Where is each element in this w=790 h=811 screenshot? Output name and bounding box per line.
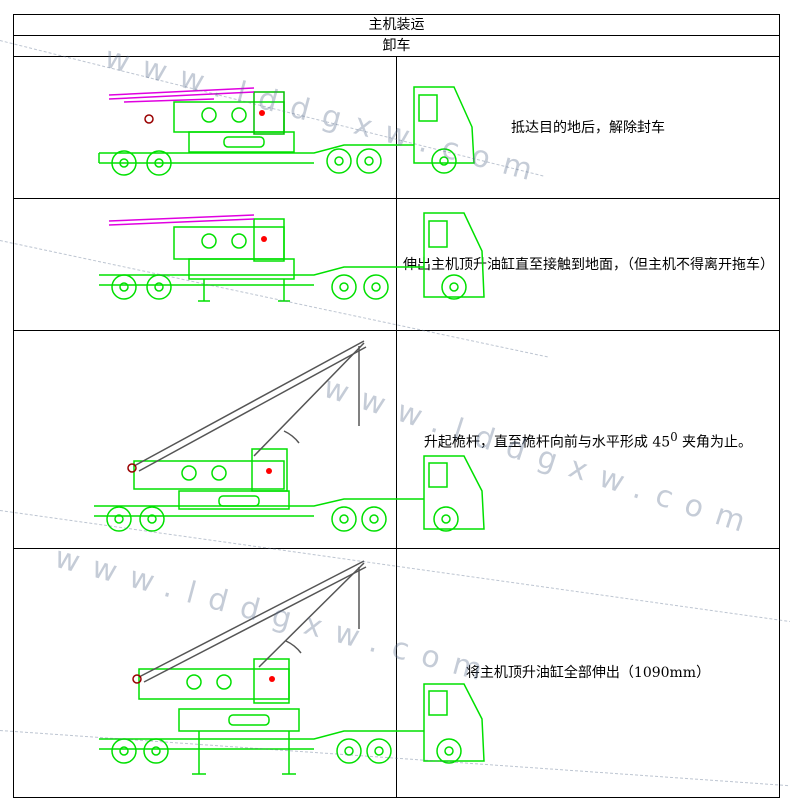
step-3-text-before: 升起桅杆，直至桅杆向前与水平形成 45 xyxy=(423,434,671,451)
boom-folded xyxy=(108,87,255,103)
step-3-text-after: 夹角为止。 xyxy=(677,434,753,451)
step-row-3: 升起桅杆，直至桅杆向前与水平形成 450 夹角为止。 xyxy=(13,330,780,549)
step-row-1: 抵达目的地后，解除封车 xyxy=(13,56,780,199)
wheels xyxy=(111,148,457,176)
step-1-text: 抵达目的地后，解除封车 xyxy=(396,56,780,199)
step-2-drawing xyxy=(13,198,485,331)
step-1-drawing xyxy=(13,56,475,199)
step-4-drawing xyxy=(13,548,485,798)
jack-legs xyxy=(198,279,290,302)
step-3-text: 升起桅杆，直至桅杆向前与水平形成 450 夹角为止。 xyxy=(396,330,780,549)
wheels xyxy=(111,738,462,764)
step-2-text: 伸出主机顶升油缸直至接触到地面，（但主机不得离开拖车） xyxy=(396,198,780,331)
mast-raised xyxy=(132,560,367,684)
wheels xyxy=(111,274,467,300)
table-subtitle: 卸车 xyxy=(13,35,780,57)
step-3-degree-sup: 0 xyxy=(670,429,678,444)
step-row-4: 将主机顶升油缸全部伸出（1090mm） xyxy=(13,548,780,798)
mast-raised xyxy=(127,340,367,473)
step-row-2: 伸出主机顶升油缸直至接触到地面，（但主机不得离开拖车） xyxy=(13,198,780,331)
jack-legs xyxy=(192,731,296,775)
boom-folded xyxy=(108,214,255,226)
wheels xyxy=(106,506,459,532)
unloading-table: 主机装运 卸车 xyxy=(13,14,780,798)
table-title: 主机装运 xyxy=(13,14,780,36)
step-3-drawing xyxy=(13,330,485,549)
